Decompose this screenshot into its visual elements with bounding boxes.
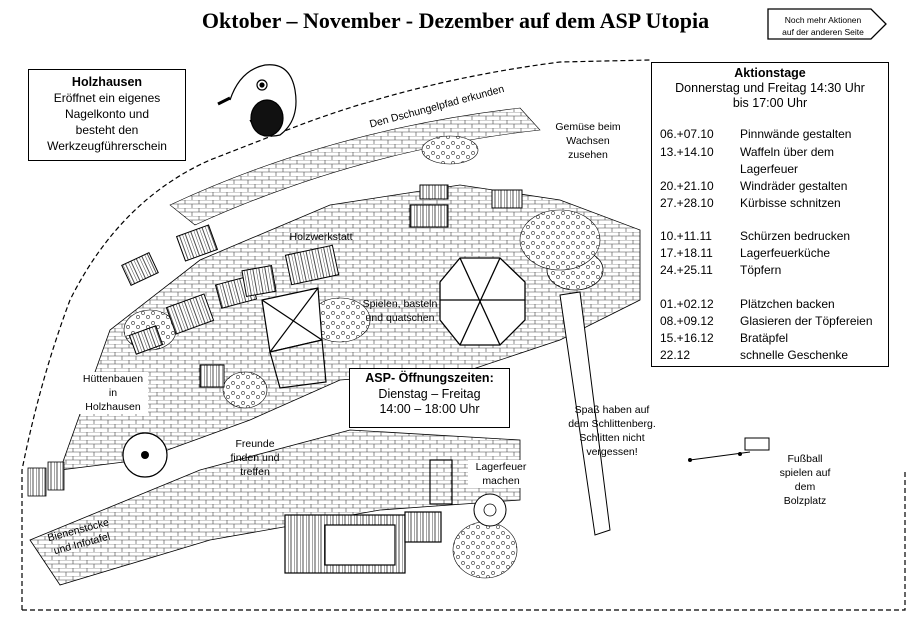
holzhausen-line: Eröffnet ein eigenes bbox=[53, 91, 161, 105]
opening-hours: 14:00 – 18:00 Uhr bbox=[379, 402, 480, 416]
holzhausen-info-box: Holzhausen Eröffnet ein eigenes Nagelkon… bbox=[28, 69, 186, 161]
holzhausen-line: Werkzeugführerschein bbox=[47, 139, 167, 153]
aktionstage-subtitle: Donnerstag und Freitag 14:30 Uhr bbox=[675, 81, 865, 95]
arrow-sign-icon bbox=[767, 8, 887, 40]
more-actions-line2: auf der anderen Seite bbox=[782, 27, 864, 37]
more-actions-sign[interactable]: Noch mehr Aktionen auf der anderen Seite bbox=[767, 8, 887, 40]
opening-hours-box: ASP- Öffnungszeiten: Dienstag – Freitag … bbox=[349, 368, 510, 428]
holzhausen-heading: Holzhausen bbox=[71, 75, 143, 89]
page-title: Oktober – November - Dezember auf dem AS… bbox=[201, 8, 710, 33]
squirrel-mascot-icon bbox=[217, 64, 297, 137]
opening-hours-heading: ASP- Öffnungszeiten: bbox=[365, 371, 494, 385]
aktionstage-box: Aktionstage Donnerstag und Freitag 14:30… bbox=[651, 62, 889, 367]
opening-days: Dienstag – Freitag bbox=[378, 386, 481, 401]
more-actions-line1: Noch mehr Aktionen bbox=[784, 15, 862, 25]
label-holzwerkstatt: Holzwerkstatt bbox=[289, 231, 353, 243]
holzhausen-line: besteht den bbox=[75, 123, 139, 137]
holzhausen-line: Nagelkonto und bbox=[64, 107, 150, 121]
aktionstage-subtitle: bis 17:00 Uhr bbox=[732, 96, 808, 110]
aktionstage-heading: Aktionstage bbox=[734, 66, 806, 80]
